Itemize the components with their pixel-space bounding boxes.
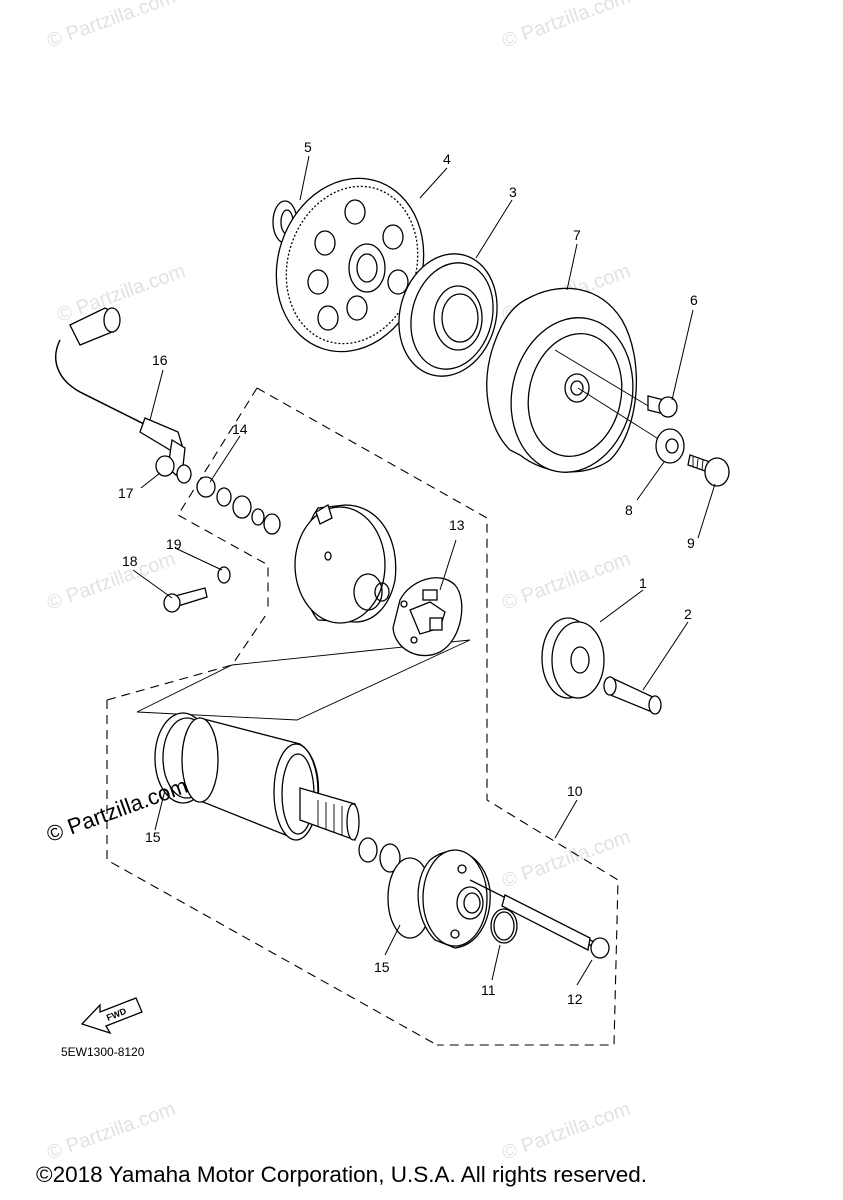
assembly-outline-upper <box>177 387 619 1046</box>
copyright-notice: ©2018 Yamaha Motor Corporation, U.S.A. A… <box>36 1162 648 1187</box>
watermark: © Partzilla.com <box>54 260 188 327</box>
watermark: © Partzilla.com <box>499 0 633 53</box>
callout-2: 2 <box>684 606 692 622</box>
callout-5: 5 <box>304 139 312 155</box>
part-1-idler-gear <box>541 617 605 699</box>
callout-18: 18 <box>122 553 138 569</box>
callout-7: 7 <box>573 227 581 243</box>
part-3-starter-clutch <box>398 253 498 377</box>
callout-19: 19 <box>166 536 182 552</box>
callout-8: 8 <box>625 502 633 518</box>
part-19-o-ring <box>217 566 231 584</box>
watermark: © Partzilla.com <box>44 1098 178 1165</box>
part-17-nut <box>155 455 192 484</box>
callout-10: 10 <box>567 783 583 799</box>
starter-front-cover <box>417 849 491 949</box>
fwd-arrow-icon: FWD <box>80 997 143 1035</box>
watermark: © Partzilla.com <box>499 548 633 615</box>
callout-16: 16 <box>152 352 168 368</box>
callout-9: 9 <box>687 535 695 551</box>
part-13-brush-holder <box>392 577 463 657</box>
part-18-bolt <box>163 587 208 613</box>
part-8-washer <box>655 428 685 464</box>
watermark: © Partzilla.com <box>44 548 178 615</box>
part-14-nut-washers <box>196 476 281 535</box>
starter-rear-cover <box>294 504 397 624</box>
watermark: © Partzilla.com <box>499 826 633 893</box>
part-2-shaft <box>603 676 662 715</box>
assembly-outline-lower <box>106 611 471 1046</box>
callout-14: 14 <box>232 421 248 437</box>
callout-15-right: 15 <box>374 959 390 975</box>
callout-12: 12 <box>567 991 583 1007</box>
callout-4: 4 <box>443 151 451 167</box>
callout-6: 6 <box>690 292 698 308</box>
diagram-code: 5EW1300-8120 <box>61 1045 145 1059</box>
part-9-bolt <box>687 454 730 487</box>
shaft-washers <box>358 837 401 873</box>
watermark: © Partzilla.com <box>44 0 178 53</box>
part-7-rotor <box>486 287 661 473</box>
callout-13: 13 <box>449 517 465 533</box>
part-6-bolt <box>647 395 678 418</box>
part-11-o-ring <box>490 908 518 944</box>
callout-3: 3 <box>509 184 517 200</box>
leader-lines <box>132 155 716 986</box>
callout-11: 11 <box>481 982 496 998</box>
callout-labels: 5 4 3 7 6 8 9 16 17 14 13 19 18 1 2 10 1… <box>118 139 698 1007</box>
callout-15-left: 15 <box>145 829 161 845</box>
callout-1: 1 <box>639 575 647 591</box>
starter-motor-yoke <box>181 717 360 841</box>
callout-17: 17 <box>118 485 134 501</box>
watermark: © Partzilla.com <box>499 1098 633 1165</box>
part-12-long-bolt <box>469 879 610 959</box>
part-16-lead-wire <box>55 307 186 476</box>
